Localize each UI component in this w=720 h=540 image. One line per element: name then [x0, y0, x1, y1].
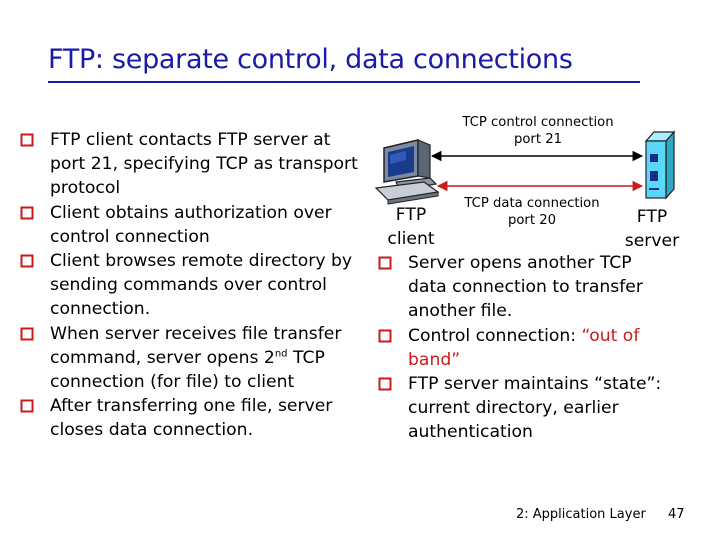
- list-item: Server opens another TCP data connection…: [378, 251, 670, 324]
- bullet-text: After transferring one file, server clos…: [50, 396, 333, 441]
- right-bullet-list: Server opens another TCP data connection…: [378, 251, 670, 445]
- checkbox-bullet-icon: [20, 206, 34, 220]
- client-label: FTP client: [387, 205, 435, 249]
- list-item: Control connection: “out of band”: [378, 324, 670, 372]
- checkbox-bullet-icon: [20, 254, 34, 268]
- list-item: After transferring one file, server clos…: [20, 394, 365, 442]
- slide-title: FTP: separate control, data connections: [48, 44, 573, 75]
- list-item: FTP server maintains “state”: current di…: [378, 372, 670, 445]
- list-item: FTP client contacts FTP server at port 2…: [20, 128, 365, 201]
- control-connection-label: TCP control connection port 21: [462, 115, 614, 147]
- footer-chapter: 2: Application Layer: [516, 507, 646, 522]
- checkbox-bullet-icon: [20, 327, 34, 341]
- checkbox-bullet-icon: [20, 133, 34, 147]
- checkbox-bullet-icon: [20, 399, 34, 413]
- bullet-text: FTP server maintains “state”: current di…: [408, 374, 662, 443]
- bullet-text: Client browses remote directory by sendi…: [50, 251, 353, 320]
- checkbox-bullet-icon: [378, 377, 392, 391]
- desktop-computer-icon: [374, 139, 440, 205]
- list-item: Client obtains authorization over contro…: [20, 201, 365, 249]
- server-label: FTP server: [624, 207, 680, 251]
- checkbox-bullet-icon: [378, 329, 392, 343]
- bullet-text: Client obtains authorization over contro…: [50, 202, 332, 247]
- list-item: Client browses remote directory by sendi…: [20, 249, 365, 322]
- bullet-text: Server opens another TCP data connection…: [408, 253, 643, 322]
- page-number: 47: [668, 507, 685, 522]
- server-tower-icon: [644, 130, 676, 200]
- highlight-text: “out of band”: [408, 325, 640, 370]
- data-connection-label: TCP data connection port 20: [464, 196, 600, 228]
- title-underline: [48, 81, 640, 83]
- left-bullet-list: FTP client contacts FTP server at port 2…: [20, 128, 365, 443]
- list-item: When server receives file transfer comma…: [20, 322, 365, 395]
- checkbox-bullet-icon: [378, 256, 392, 270]
- superscript: nd: [274, 348, 288, 360]
- bullet-text: FTP client contacts FTP server at port 2…: [50, 130, 358, 199]
- bullet-text: Control connection:: [408, 325, 582, 346]
- bullet-text: When server receives file transfer comma…: [50, 323, 342, 368]
- bullet-text-continued: TCP connection (for file) to client: [50, 347, 325, 393]
